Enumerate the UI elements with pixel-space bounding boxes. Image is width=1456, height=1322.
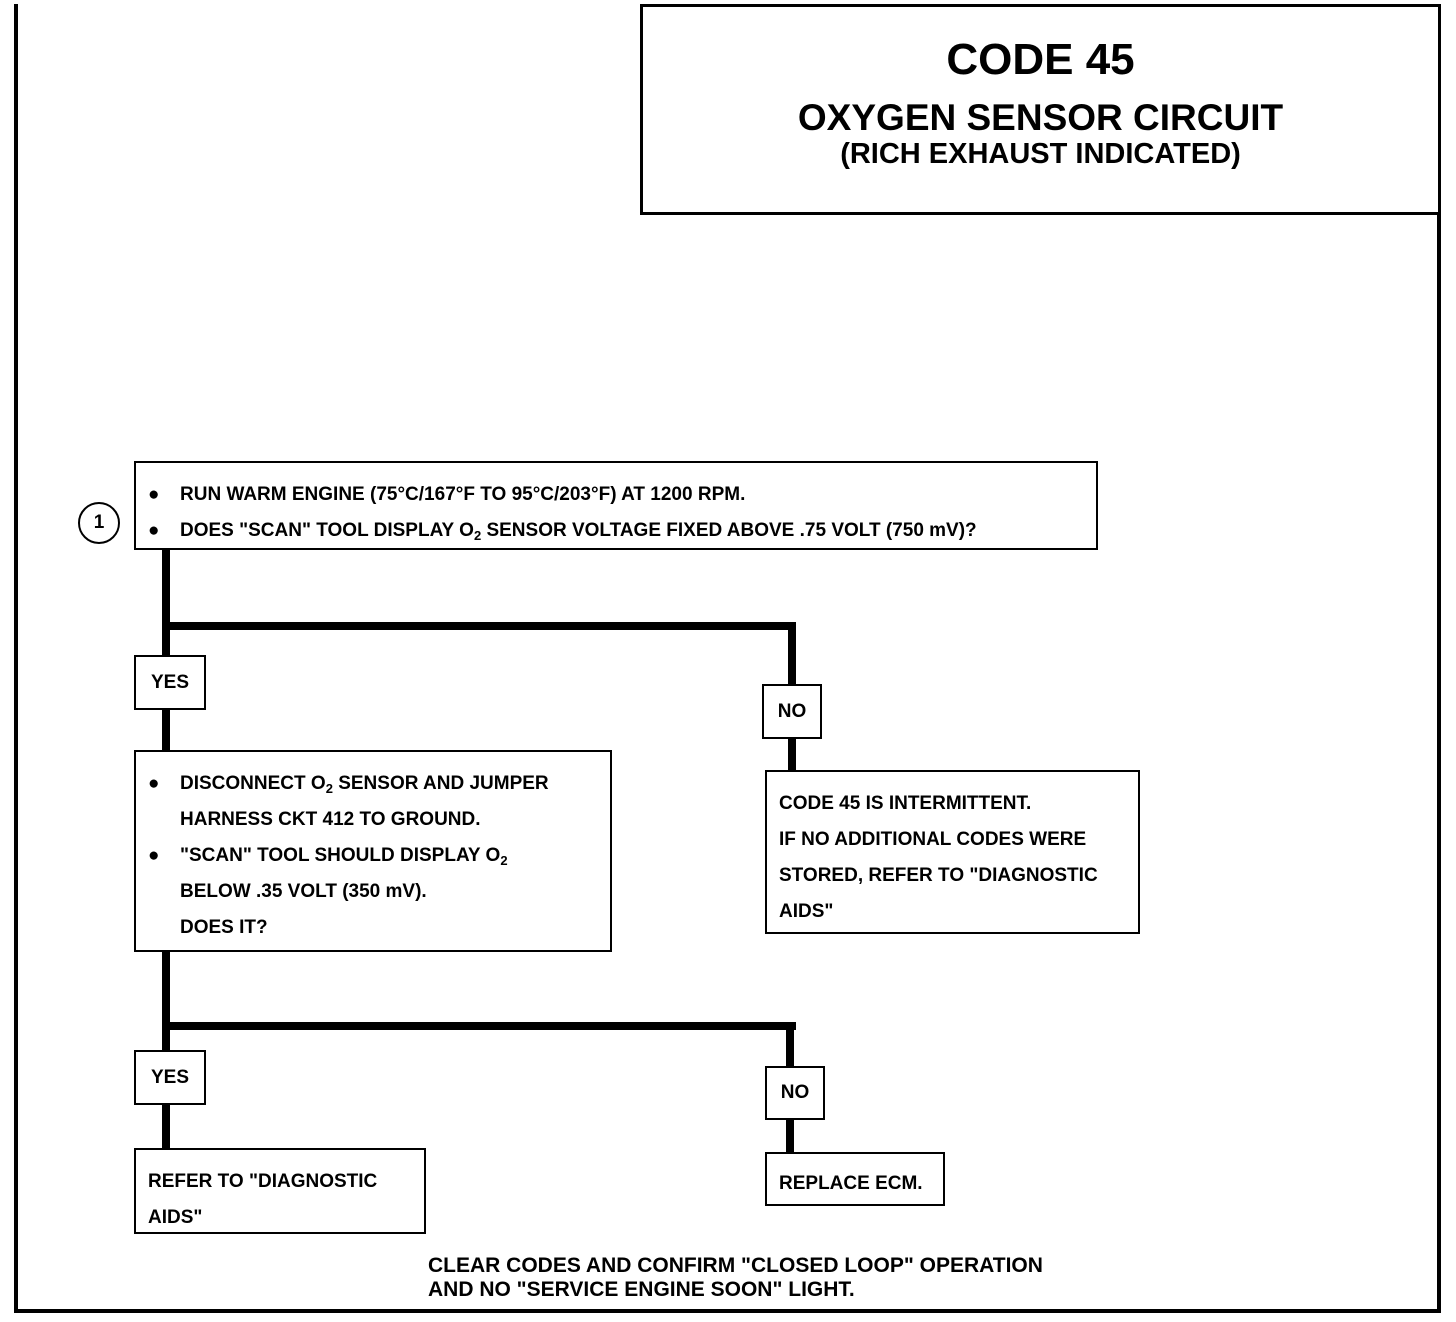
step1-line1: RUN WARM ENGINE (75°C/167°F TO 95°C/203°… [180,484,746,505]
step2-question: DOES IT? [180,917,268,938]
connector-branch1-horizontal [162,622,796,630]
step1-line2-post: SENSOR VOLTAGE FIXED ABOVE .75 VOLT (750… [481,520,977,541]
replace-ecm-text: REPLACE ECM. [779,1173,923,1194]
replace-ecm-box: REPLACE ECM. [765,1152,945,1206]
step1-line2-pre: DOES "SCAN" TOOL DISPLAY O [180,520,474,541]
step1-box: ● RUN WARM ENGINE (75°C/167°F TO 95°C/20… [134,461,1098,550]
connector-yes1-down [162,708,170,752]
intermittent-line3: STORED, REFER TO "DIAGNOSTIC [779,865,1098,886]
circuit-title: OXYGEN SENSOR CIRCUIT [797,97,1284,138]
step2-line4: BELOW .35 VOLT (350 mV). [180,881,427,902]
refer-line1: REFER TO "DIAGNOSTIC [148,1171,378,1192]
step-number-marker: 1 [78,502,120,544]
footer-line2: AND NO "SERVICE ENGINE SOON" LIGHT. [428,1278,855,1301]
connector-yes2-down [162,1102,170,1150]
intermittent-line2: IF NO ADDITIONAL CODES WERE [779,829,1087,850]
no-label-2: NO [765,1066,825,1120]
step2-line1-pre: DISCONNECT O [180,773,326,794]
step2-line1-sub: 2 [325,781,333,796]
bullet-icon: ● [148,484,160,505]
condition-subtitle: (RICH EXHAUST INDICATED) [840,138,1241,170]
step2-line3-sub: 2 [500,853,508,868]
yes-label-2: YES [134,1050,206,1105]
bullet-icon: ● [148,520,160,541]
footer-note: CLEAR CODES AND CONFIRM "CLOSED LOOP" OP… [428,1254,1043,1302]
yes-label-1: YES [134,655,206,710]
page-frame [14,4,1441,1313]
connector-no1-down [788,738,796,772]
intermittent-line4: AIDS" [779,901,834,922]
connector-branch2-horizontal [162,1022,796,1030]
connector-step1-down [162,548,170,656]
bullet-icon: ● [148,773,160,794]
no-label-1: NO [762,684,822,739]
step1-question: ● DOES "SCAN" TOOL DISPLAY O2 SENSOR VOL… [136,513,1096,549]
footer-line1: CLEAR CODES AND CONFIRM "CLOSED LOOP" OP… [428,1254,1043,1277]
bullet-icon: ● [148,845,160,866]
step2-check: ● "SCAN" TOOL SHOULD DISPLAY O2 [136,838,610,874]
intermittent-line1: CODE 45 IS INTERMITTENT. [779,793,1032,814]
step2-box: ● DISCONNECT O2 SENSOR AND JUMPER HARNES… [134,750,612,952]
refer-line2: AIDS" [148,1207,203,1228]
step1-line2-sub: 2 [473,528,482,543]
connector-branch2-no-down [786,1022,794,1068]
step1-instruction: ● RUN WARM ENGINE (75°C/167°F TO 95°C/20… [136,477,1096,513]
refer-diagnostic-aids-box: REFER TO "DIAGNOSTIC AIDS" [134,1148,426,1234]
connector-step2-down [162,950,170,1050]
title-block: CODE 45 OXYGEN SENSOR CIRCUIT (RICH EXHA… [640,4,1441,215]
step2-line2: HARNESS CKT 412 TO GROUND. [180,809,481,830]
intermittent-box: CODE 45 IS INTERMITTENT. IF NO ADDITIONA… [765,770,1140,934]
code-title: CODE 45 [946,35,1135,84]
connector-no2-down [786,1118,794,1154]
step2-instruction: ● DISCONNECT O2 SENSOR AND JUMPER [136,766,610,802]
step2-line3-pre: "SCAN" TOOL SHOULD DISPLAY O [180,845,501,866]
step2-line1-post: SENSOR AND JUMPER [332,773,549,794]
connector-branch1-no-down [788,622,796,686]
